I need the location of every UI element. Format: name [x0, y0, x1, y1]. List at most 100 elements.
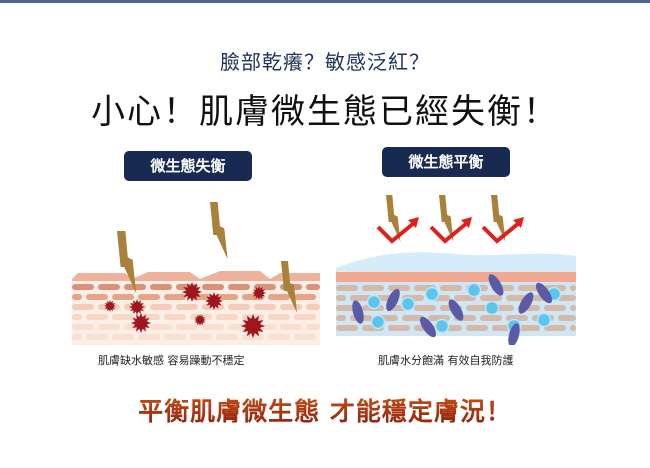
lightning-icon [491, 195, 506, 242]
skin-cell [388, 285, 410, 291]
skin-cell [86, 294, 108, 300]
skin-cell [268, 294, 290, 300]
water-droplet-icon [466, 282, 482, 298]
caption-imbalance: 肌膚缺水敏感 容易躁動不穩定 [98, 354, 245, 367]
skin-cell [112, 294, 134, 300]
skin-cell [72, 334, 82, 340]
badge-imbalance: 微生態失衡 [124, 151, 252, 181]
skin-cell [112, 314, 134, 320]
skin-cell [86, 314, 108, 320]
skin-cell [268, 334, 290, 340]
skin-cell [216, 314, 238, 320]
skin-cell [72, 284, 94, 290]
moisture-group [352, 274, 562, 345]
lightning-icon [439, 195, 454, 242]
skin-cell [72, 294, 82, 300]
skin-cell [336, 315, 346, 321]
skin-cell [202, 324, 224, 330]
bacteria-icon [241, 314, 265, 338]
water-droplet-icon [370, 314, 386, 330]
skin-cell [112, 334, 134, 340]
skin-cell [294, 314, 316, 320]
skin-cell [336, 285, 358, 291]
probiotic-icon [448, 299, 464, 321]
water-droplet-icon [400, 296, 416, 312]
bacteria-icon [205, 292, 223, 310]
skin-cell [150, 324, 172, 330]
skin-cell [150, 304, 172, 310]
skin-cell [480, 295, 502, 301]
arrowhead-icon [461, 217, 472, 228]
skin-cell [402, 315, 424, 321]
skin-cell [216, 334, 238, 340]
bacteria-icon [129, 299, 145, 315]
skin-cell [336, 295, 346, 301]
skin-cell [570, 285, 576, 291]
probiotic-icon [386, 288, 400, 312]
skin-cell [466, 325, 488, 331]
skin-cell [388, 325, 410, 331]
skin-cell [202, 284, 224, 290]
skin-cell [544, 305, 566, 311]
skin-cell [440, 285, 462, 291]
top-border [0, 0, 650, 3]
probiotic-icon [518, 292, 534, 314]
water-droplet-icon [366, 294, 382, 310]
skin-cell [228, 284, 250, 290]
arrowhead-icon [408, 217, 419, 228]
water-droplet-icon [424, 286, 440, 302]
skin-cell [228, 304, 250, 310]
skin-cell [216, 294, 238, 300]
arrowhead-icon [513, 217, 524, 228]
balanced-skin-illustration [336, 195, 576, 345]
bacteria-icon [252, 286, 266, 300]
skin-cell [190, 334, 212, 340]
bacteria-group [104, 282, 266, 338]
skin-cell [176, 324, 198, 330]
skin-cell [518, 285, 540, 291]
page-title: 小心！肌膚微生態已經失衡！ [91, 92, 559, 132]
skin-cell [558, 295, 576, 301]
skin-cell [466, 305, 488, 311]
deflect-arrow-icon [376, 221, 416, 244]
slogan: 平衡肌膚微生態 才能穩定膚況！ [0, 392, 650, 428]
skin-cell [544, 325, 566, 331]
skin-cell [414, 305, 436, 311]
skin-cell [138, 294, 160, 300]
skin-cell [280, 324, 302, 330]
skin-cell [294, 294, 316, 300]
lightning-icon [210, 202, 228, 260]
probiotic-icon [488, 274, 504, 296]
probiotic-icon [535, 282, 553, 304]
skin-cell [336, 325, 358, 331]
skin-cell [280, 304, 302, 310]
skin-cell [164, 314, 186, 320]
skin-cell [570, 305, 576, 311]
skin-cell [164, 334, 186, 340]
skin-cell [150, 284, 172, 290]
skin-cell [306, 284, 320, 290]
lightning-icon [281, 261, 297, 313]
bacteria-icon [182, 282, 202, 302]
skin-cell [176, 304, 198, 310]
skin-cell [86, 334, 108, 340]
skin-cell [306, 324, 320, 330]
skin-cell [98, 324, 120, 330]
deflect-arrow-icon [429, 221, 469, 244]
skin-cell [294, 334, 316, 340]
skin-cell [98, 284, 120, 290]
deflect-arrow-icon [481, 221, 521, 244]
skin-cell [350, 295, 372, 301]
skin-cell [72, 314, 82, 320]
bacteria-icon [131, 313, 151, 333]
skin-cell [454, 295, 476, 301]
probiotic-icon [508, 323, 520, 345]
skin-cell [72, 304, 94, 310]
water-droplet-icon [536, 312, 552, 328]
probiotic-icon [352, 300, 364, 324]
skin-cell [268, 314, 290, 320]
bacteria-icon [104, 300, 116, 312]
subtitle: 臉部乾癢？敏感泛紅？ [220, 50, 430, 74]
skin-cell [306, 304, 320, 310]
skin-cell [570, 325, 576, 331]
